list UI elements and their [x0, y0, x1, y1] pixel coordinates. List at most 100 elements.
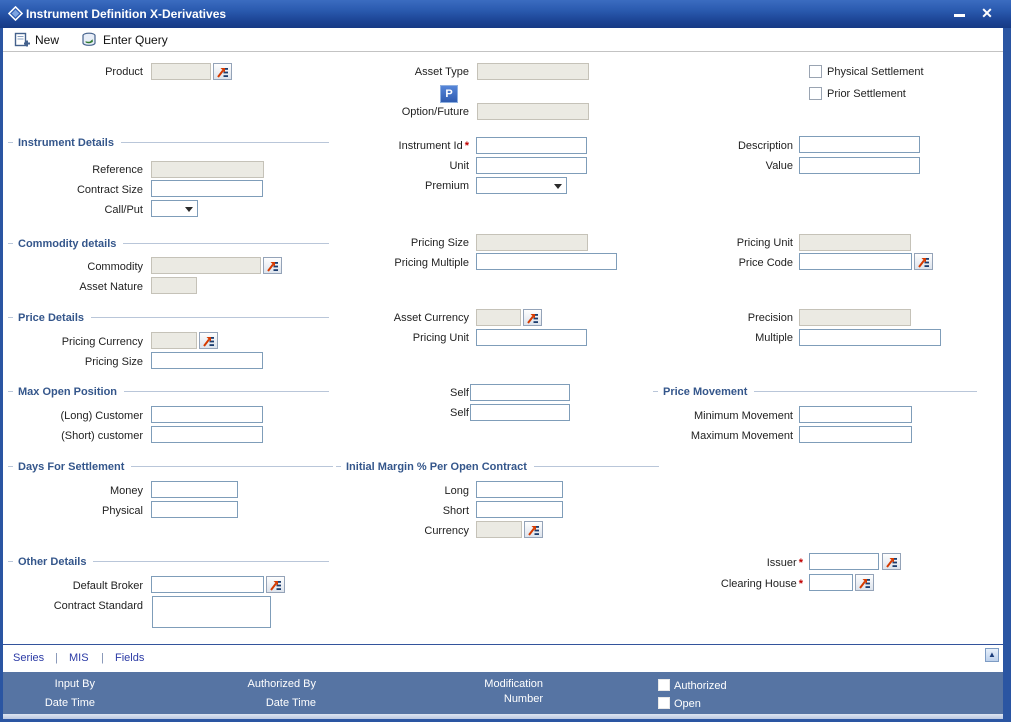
- contract-size-input[interactable]: [151, 180, 263, 197]
- margin-short-input[interactable]: [476, 501, 563, 518]
- product-lov-button[interactable]: [213, 63, 232, 80]
- long-customer-input[interactable]: [151, 406, 263, 423]
- enter-query-button[interactable]: Enter Query: [81, 32, 168, 47]
- clearing-house-lov-button[interactable]: [855, 574, 874, 591]
- modification-number-label: Number: [503, 693, 543, 705]
- pricing-unit2-input[interactable]: [476, 329, 587, 346]
- close-button[interactable]: ✕: [981, 5, 993, 21]
- self2-input[interactable]: [470, 404, 570, 421]
- footer-audit-bar: Input By Date Time Authorized By Date Ti…: [3, 672, 1003, 714]
- clearing-house-input[interactable]: [809, 574, 853, 591]
- self1-input[interactable]: [470, 384, 570, 401]
- pricing-unit2-label: Pricing Unit: [412, 332, 469, 344]
- authorized-checkbox[interactable]: [658, 679, 670, 691]
- form-area: Product Asset Type P Option/Future Physi…: [3, 52, 1003, 644]
- premium-select[interactable]: [476, 177, 567, 194]
- chevron-down-icon: [185, 207, 193, 212]
- minimize-button[interactable]: [949, 4, 969, 22]
- value-label: Value: [765, 160, 793, 172]
- physical-label: Physical: [102, 505, 143, 517]
- asset-currency-input: [476, 309, 521, 326]
- window-title: Instrument Definition X-Derivatives: [26, 7, 227, 21]
- description-input[interactable]: [799, 136, 920, 153]
- short-customer-input[interactable]: [151, 426, 263, 443]
- modification-label: Modification: [484, 678, 543, 690]
- prior-settlement-checkbox[interactable]: [809, 87, 822, 100]
- lov-list-icon: [886, 557, 897, 568]
- lov-list-icon: [217, 67, 228, 78]
- asset-currency-lov-button[interactable]: [523, 309, 542, 326]
- other-details-section-title: Other Details: [8, 555, 329, 568]
- open-checkbox-label: Open: [674, 698, 701, 710]
- toolbar: New Enter Query: [3, 28, 1003, 52]
- commodity-input: [151, 257, 261, 274]
- reference-input: [151, 161, 264, 178]
- margin-long-input[interactable]: [476, 481, 563, 498]
- precision-label: Precision: [747, 312, 793, 324]
- physical-settlement-label: Physical Settlement: [827, 66, 924, 78]
- unit-input[interactable]: [476, 157, 587, 174]
- price-code-lov-button[interactable]: [914, 253, 933, 270]
- option-future-input: [477, 103, 589, 120]
- instrument-id-input[interactable]: [476, 137, 587, 154]
- pricing-unit-label: Pricing Unit: [736, 237, 793, 249]
- default-broker-lov-button[interactable]: [266, 576, 285, 593]
- physical-input[interactable]: [151, 501, 238, 518]
- lov-list-icon: [527, 313, 538, 324]
- pricing-size2-input[interactable]: [151, 352, 263, 369]
- multiple-label: Multiple: [755, 332, 793, 344]
- lov-list-icon: [528, 525, 539, 536]
- scroll-up-button[interactable]: ▲: [985, 648, 999, 662]
- input-by-label: Input By: [54, 678, 95, 690]
- pricing-size-label: Pricing Size: [410, 237, 469, 249]
- new-document-icon: [14, 32, 30, 47]
- new-button[interactable]: New: [14, 32, 59, 47]
- commodity-details-section-title: Commodity details: [8, 237, 329, 250]
- default-broker-label: Default Broker: [72, 580, 143, 592]
- default-broker-input[interactable]: [151, 576, 264, 593]
- mis-link[interactable]: MIS: [69, 652, 89, 664]
- product-label: Product: [105, 66, 143, 78]
- series-link[interactable]: Series: [13, 652, 45, 664]
- p-button[interactable]: P: [440, 85, 458, 103]
- issuer-lov-button[interactable]: [882, 553, 901, 570]
- value-input[interactable]: [799, 157, 920, 174]
- asset-currency-label: Asset Currency: [393, 312, 469, 324]
- margin-currency-label: Currency: [424, 525, 469, 537]
- bottom-tabs-row: Series | MIS | Fields ▲: [3, 644, 1003, 672]
- price-code-input[interactable]: [799, 253, 912, 270]
- lov-list-icon: [203, 336, 214, 347]
- minimum-movement-input[interactable]: [799, 406, 912, 423]
- scroll-up-icon: ▲: [988, 650, 996, 659]
- asset-nature-input: [151, 277, 197, 294]
- reference-label: Reference: [92, 164, 143, 176]
- margin-currency-lov-button[interactable]: [524, 521, 543, 538]
- pricing-multiple-input[interactable]: [476, 253, 617, 270]
- pricing-size-input: [476, 234, 588, 251]
- window-diamond-icon: [8, 6, 23, 21]
- days-for-settlement-section-title: Days For Settlement: [8, 460, 333, 473]
- commodity-lov-button[interactable]: [263, 257, 282, 274]
- self1-label: Self: [450, 387, 469, 399]
- asset-nature-label: Asset Nature: [79, 281, 143, 293]
- lov-list-icon: [267, 261, 278, 272]
- fields-link[interactable]: Fields: [115, 652, 145, 664]
- commodity-label: Commodity: [87, 261, 143, 273]
- precision-input: [799, 309, 911, 326]
- maximum-movement-input[interactable]: [799, 426, 912, 443]
- unit-label: Unit: [449, 160, 469, 172]
- multiple-input[interactable]: [799, 329, 941, 346]
- open-checkbox[interactable]: [658, 697, 670, 709]
- required-asterisk: *: [464, 140, 469, 152]
- call-put-select[interactable]: [151, 200, 198, 217]
- issuer-input[interactable]: [809, 553, 879, 570]
- authorized-checkbox-label: Authorized: [674, 680, 727, 692]
- required-asterisk: *: [798, 557, 803, 569]
- initial-margin-section-title: Initial Margin % Per Open Contract: [336, 460, 659, 473]
- contract-standard-textarea[interactable]: [152, 596, 271, 628]
- minimize-icon: [953, 14, 965, 17]
- pricing-currency-lov-button[interactable]: [199, 332, 218, 349]
- physical-settlement-checkbox[interactable]: [809, 65, 822, 78]
- money-input[interactable]: [151, 481, 238, 498]
- call-put-label: Call/Put: [104, 204, 143, 216]
